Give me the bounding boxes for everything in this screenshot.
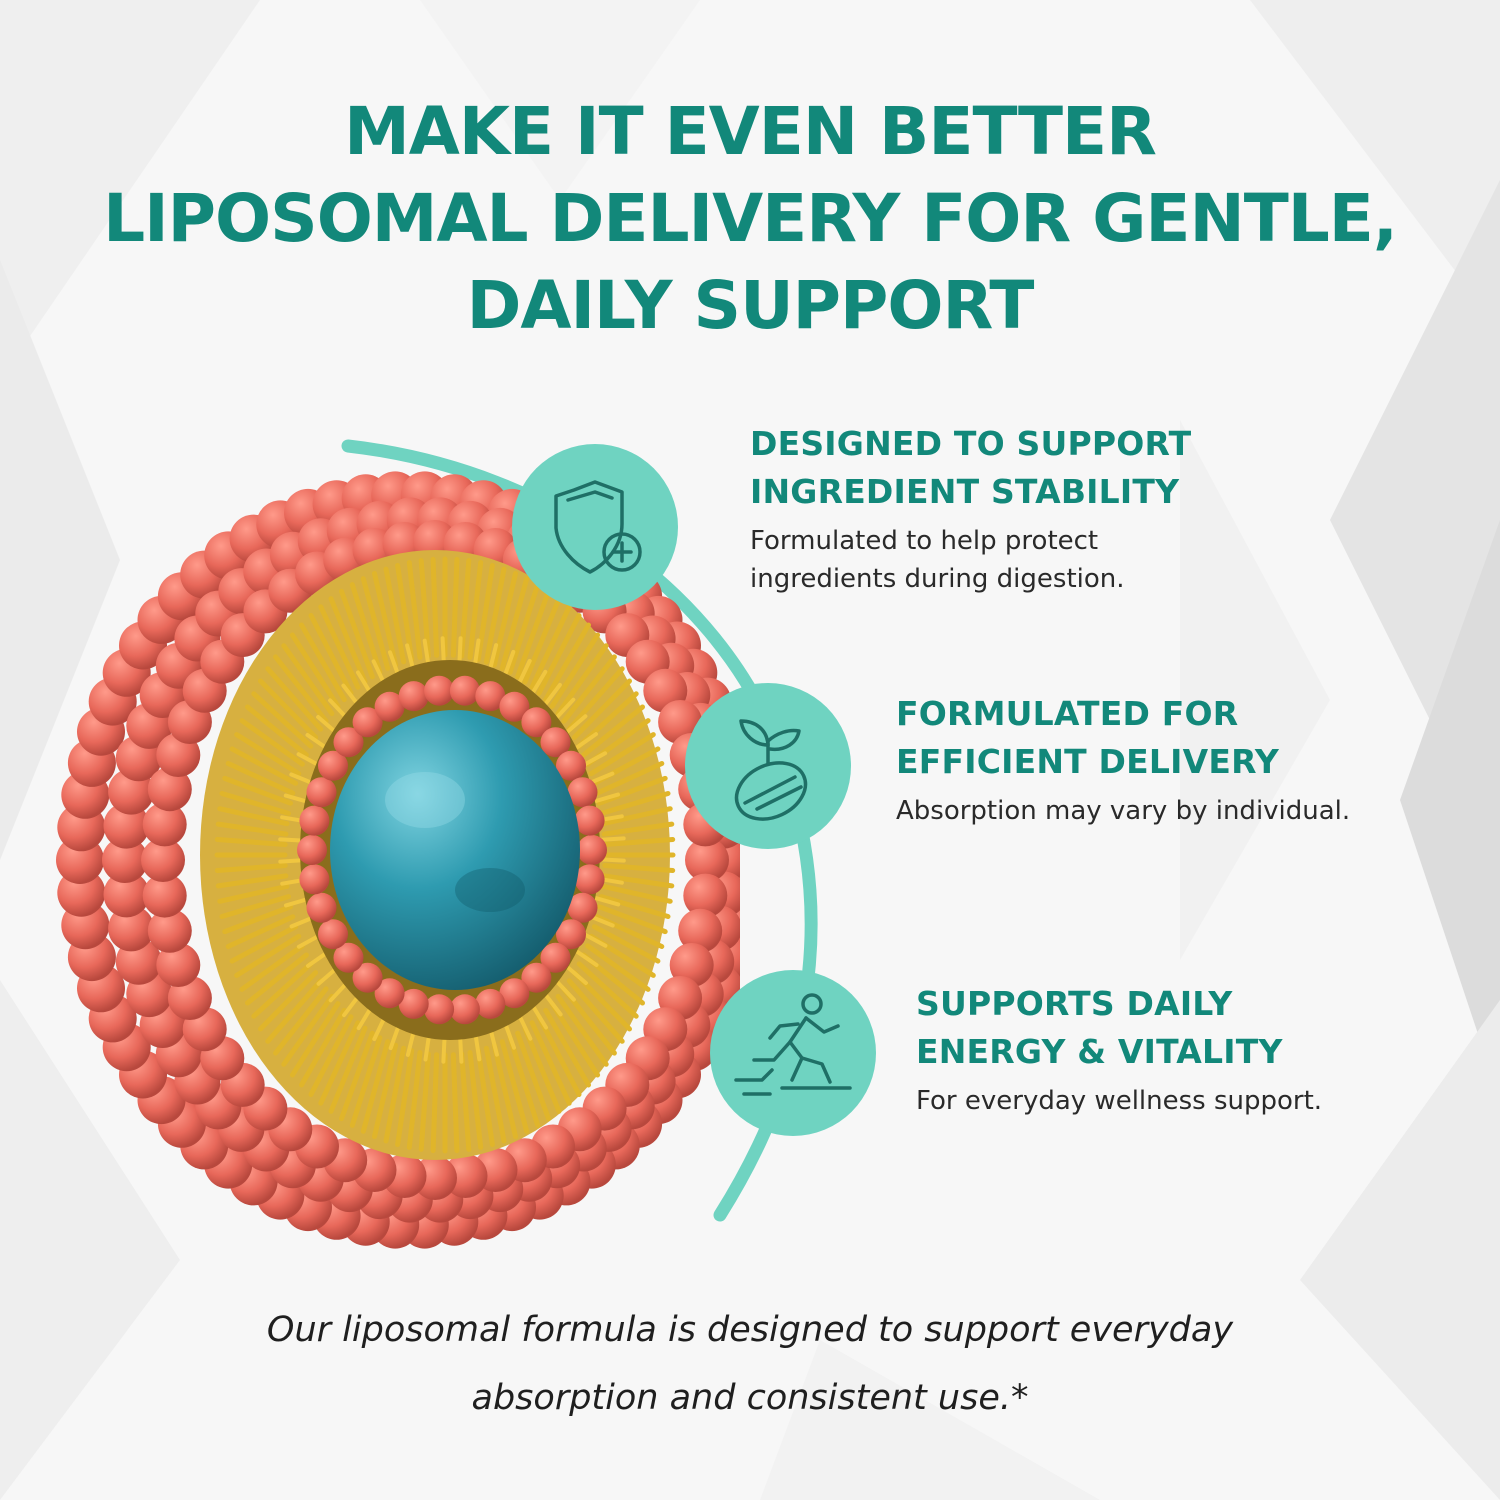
feature-desc-line-1: For everyday wellness support. bbox=[916, 1086, 1323, 1116]
lipid-tails bbox=[214, 556, 676, 1154]
footer-disclaimer: Our liposomal formula is designed to sup… bbox=[0, 1296, 1500, 1432]
feature-badge-delivery bbox=[685, 683, 851, 849]
headline-line-1: MAKE IT EVEN BETTER bbox=[344, 93, 1157, 170]
feature-title-line-1: FORMULATED FOR bbox=[896, 694, 1239, 733]
feature-delivery: FORMULATED FOR EFFICIENT DELIVERY Absorp… bbox=[896, 690, 1496, 830]
feature-title: DESIGNED TO SUPPORT INGREDIENT STABILITY bbox=[750, 420, 1350, 516]
runner-icon bbox=[710, 970, 876, 1136]
footer-line-1: Our liposomal formula is designed to sup… bbox=[266, 1310, 1234, 1350]
feature-description: For everyday wellness support. bbox=[916, 1082, 1500, 1120]
feature-badge-energy bbox=[710, 970, 876, 1136]
feature-desc-line-2: ingredients during digestion. bbox=[750, 564, 1125, 594]
feature-description: Formulated to help protect ingredients d… bbox=[750, 522, 1350, 598]
feature-title-line-2: INGREDIENT STABILITY bbox=[750, 472, 1180, 511]
shield-plus-icon bbox=[512, 444, 678, 610]
inner-lipid-layer bbox=[297, 675, 607, 1025]
headline-line-3: DAILY SUPPORT bbox=[466, 267, 1035, 344]
feature-stability: DESIGNED TO SUPPORT INGREDIENT STABILITY… bbox=[750, 420, 1350, 598]
feature-title: FORMULATED FOR EFFICIENT DELIVERY bbox=[896, 690, 1496, 786]
feature-description: Absorption may vary by individual. bbox=[896, 792, 1496, 830]
feature-desc-line-1: Formulated to help protect bbox=[750, 526, 1099, 556]
aqueous-core bbox=[330, 710, 580, 990]
feature-desc-line-1: Absorption may vary by individual. bbox=[896, 796, 1351, 826]
feature-title-line-1: DESIGNED TO SUPPORT bbox=[750, 424, 1192, 463]
feature-badge-stability bbox=[512, 444, 678, 610]
leaf-capsule-icon bbox=[685, 683, 851, 849]
feature-title-line-2: EFFICIENT DELIVERY bbox=[896, 742, 1279, 781]
feature-title-line-1: SUPPORTS DAILY bbox=[916, 984, 1233, 1023]
feature-energy: SUPPORTS DAILY ENERGY & VITALITY For eve… bbox=[916, 980, 1500, 1120]
footer-line-2: absorption and consistent use.* bbox=[471, 1378, 1029, 1418]
headline-line-2: LIPOSOMAL DELIVERY FOR GENTLE, bbox=[103, 180, 1398, 257]
feature-title: SUPPORTS DAILY ENERGY & VITALITY bbox=[916, 980, 1500, 1076]
headline: MAKE IT EVEN BETTER LIPOSOMAL DELIVERY F… bbox=[0, 88, 1500, 349]
feature-title-line-2: ENERGY & VITALITY bbox=[916, 1032, 1283, 1071]
